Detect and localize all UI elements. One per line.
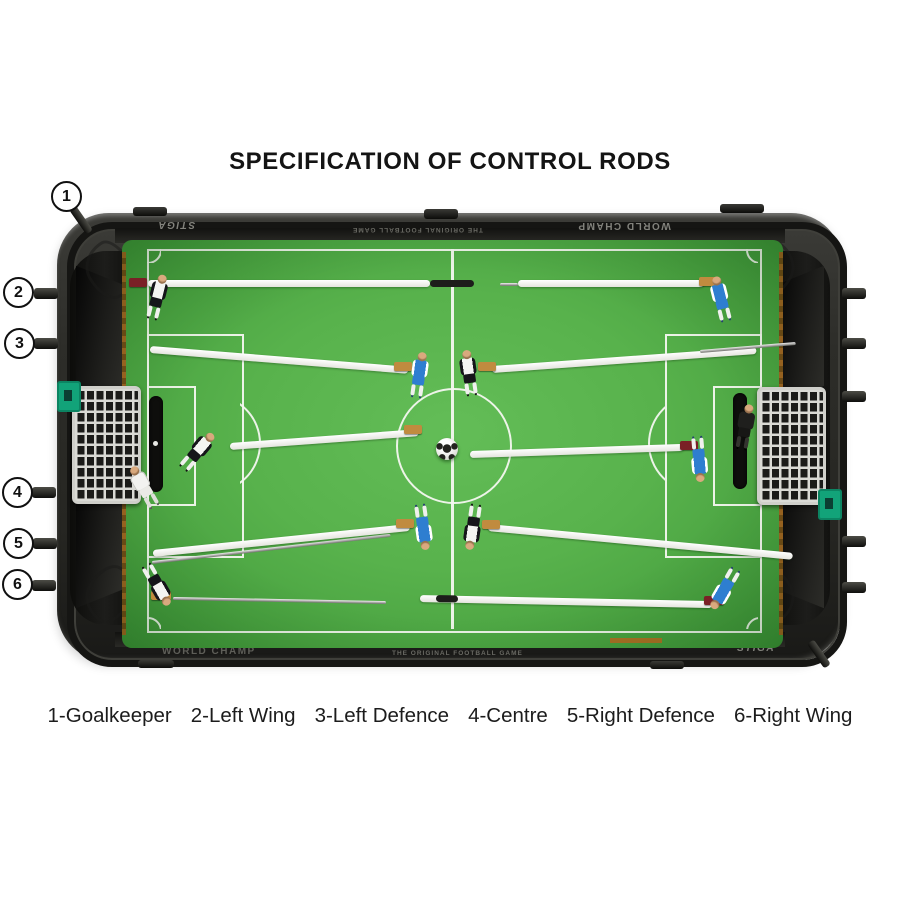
- rod-coupler: [435, 595, 459, 603]
- rod-stub-right-wing: [32, 580, 56, 591]
- rod-handle-tan: [404, 425, 422, 434]
- callout-4-centre: 4: [2, 477, 33, 508]
- legend-item-right-wing: 6-Right Wing: [733, 704, 853, 727]
- rod-right-wing-white: [518, 280, 704, 287]
- brand-logo-top: STIGA: [157, 219, 196, 230]
- model-name-bottom: WORLD CHAMP: [162, 646, 256, 657]
- rod-stub-left-defence: [34, 338, 58, 349]
- player-figure-away: [686, 433, 712, 483]
- corner-arc-top-left: [147, 249, 161, 263]
- callout-2-left-wing: 2: [3, 277, 34, 308]
- bottom-edge-trim: [610, 638, 662, 643]
- tagline-bottom: THE ORIGINAL FOOTBALL GAME: [392, 650, 523, 657]
- callout-3-left-defence: 3: [4, 328, 35, 359]
- legend-item-centre: 4-Centre: [468, 704, 548, 727]
- corner-arc-bottom-right: [744, 615, 758, 629]
- rod-stub-right-2: [842, 338, 866, 349]
- legend-item-right-defence: 5-Right Defence: [566, 704, 715, 727]
- frame-tab-top-left: [133, 207, 167, 216]
- rod-left-wing-white: [148, 280, 430, 287]
- right-edge-trim-lower: [779, 490, 783, 635]
- rod-legend: 1-Goalkeeper 2-Left Wing 3-Left Defence …: [45, 704, 855, 728]
- left-goal-cage: [72, 386, 141, 504]
- rod-right-wing-tip: [500, 283, 518, 286]
- rod-stub-right-5: [842, 582, 866, 593]
- frame-tab-bottom-right: [650, 661, 684, 669]
- frame-tab-bottom-left: [138, 660, 174, 668]
- rod-stub-centre: [32, 487, 56, 498]
- left-edge-trim-lower: [122, 490, 126, 635]
- right-edge-trim: [779, 252, 783, 402]
- frame-tab-top-right: [720, 204, 764, 213]
- callout-1-goalkeeper: 1: [51, 181, 82, 212]
- left-edge-trim: [122, 252, 126, 402]
- brand-logo-bottom: STIGA: [737, 643, 776, 654]
- right-latch-clip: [818, 489, 842, 520]
- rod-handle-tan: [394, 362, 412, 371]
- rod-handle-tan: [482, 520, 500, 529]
- rod-stub-right-3: [842, 391, 866, 402]
- corner-arc-top-right: [744, 249, 758, 263]
- rod-handle-tan: [478, 362, 496, 371]
- rod-stub-right-1: [842, 288, 866, 299]
- rod-stub-right-4: [842, 536, 866, 547]
- legend-item-left-wing: 2-Left Wing: [190, 704, 296, 727]
- rod-stub-left-wing: [34, 288, 58, 299]
- left-latch-clip: [57, 381, 81, 412]
- legend-item-left-defence: 3-Left Defence: [314, 704, 450, 727]
- soccer-ball: [436, 438, 458, 460]
- rod-handle-tan: [699, 277, 717, 286]
- model-name-top: WORLD CHAMP: [577, 220, 671, 231]
- callout-6-right-wing: 6: [2, 569, 33, 600]
- legend-item-goalkeeper: 1-Goalkeeper: [47, 704, 172, 727]
- frame-tab-top-centre: [424, 209, 458, 219]
- rod-stub-right-defence: [33, 538, 57, 549]
- tagline-top: THE ORIGINAL FOOTBALL GAME: [352, 226, 483, 233]
- rod-handle-maroon: [680, 441, 698, 450]
- corner-arc-bottom-left: [147, 615, 161, 629]
- right-goal-cage: [757, 387, 826, 505]
- rod-handle-maroon: [129, 278, 147, 287]
- callout-5-right-defence: 5: [3, 528, 34, 559]
- rod-left-wing-coupler: [430, 280, 474, 287]
- left-slot-pin: [153, 441, 158, 446]
- frame-top-rail: [115, 228, 785, 243]
- page-title: SPECIFICATION OF CONTROL RODS: [229, 148, 671, 175]
- rod-handle-tan: [396, 519, 414, 528]
